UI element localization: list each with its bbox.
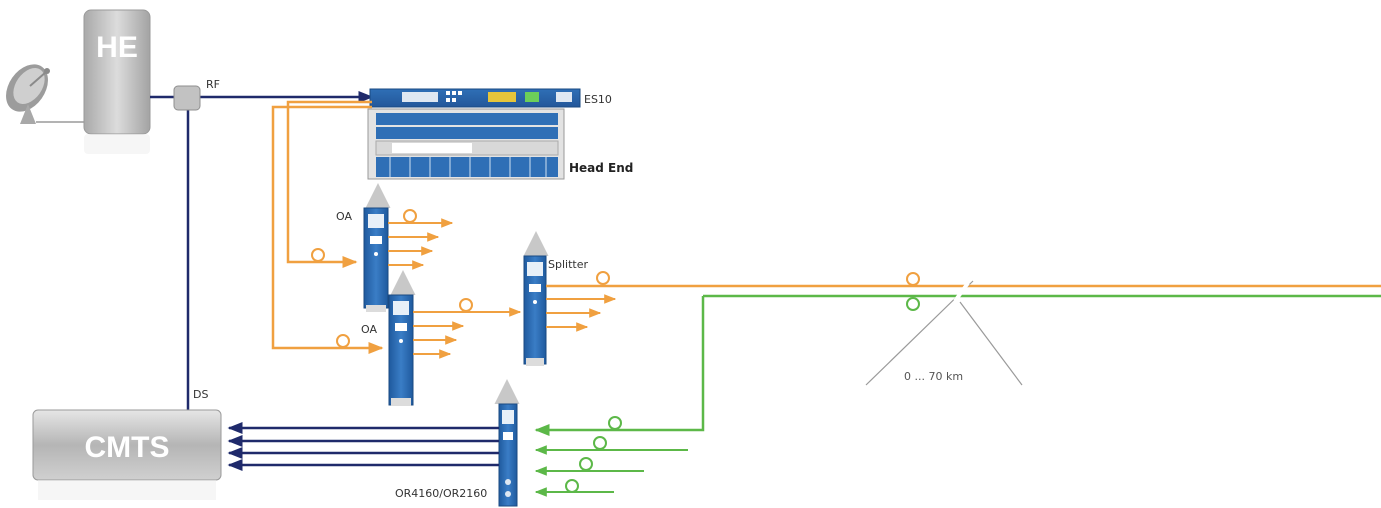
oa-bottom-label: OA	[361, 323, 377, 336]
oa-top-label: OA	[336, 210, 352, 223]
cmts-box: CMTS	[32, 409, 222, 500]
splitter-outputs	[546, 294, 617, 332]
upstream-rf-outputs	[227, 422, 499, 471]
cmts-label: CMTS	[85, 431, 170, 464]
head-end-rack	[367, 108, 565, 180]
fiber-loop-icon	[565, 416, 622, 493]
fiber-loop-icon	[459, 298, 473, 312]
optical-amplifier-bottom	[388, 270, 416, 406]
rf-label: RF	[206, 78, 220, 91]
rf-lines	[150, 91, 374, 410]
satellite-dish-icon	[6, 64, 85, 124]
es10-device	[369, 88, 581, 108]
ds-label: DS	[193, 388, 208, 401]
long-haul-fibers	[534, 284, 1381, 436]
he-label: HE	[96, 31, 138, 64]
es10-label: ES10	[584, 93, 612, 106]
receiver-label: OR4160/OR2160	[395, 487, 487, 500]
fiber-loop-icon	[906, 272, 920, 311]
downstream-fiber-feed	[271, 100, 384, 354]
optical-amplifier-top	[363, 183, 391, 312]
optical-receiver	[494, 379, 520, 507]
fiber-loop-icon	[311, 248, 350, 348]
optical-splitter	[523, 231, 549, 366]
head-end-label: Head End	[569, 161, 633, 175]
upstream-fiber-inputs	[534, 445, 688, 497]
rf-coupler-icon	[173, 85, 201, 111]
distance-label: 0 ... 70 km	[904, 370, 963, 383]
fiber-loop-icon	[596, 271, 610, 285]
head-end-box: HE	[83, 9, 151, 154]
distance-indicator	[865, 280, 1023, 386]
fiber-loop-icon	[403, 209, 417, 223]
oa-bottom-outputs	[413, 307, 522, 359]
oa-top-outputs	[388, 218, 454, 270]
splitter-label: Splitter	[548, 258, 588, 271]
